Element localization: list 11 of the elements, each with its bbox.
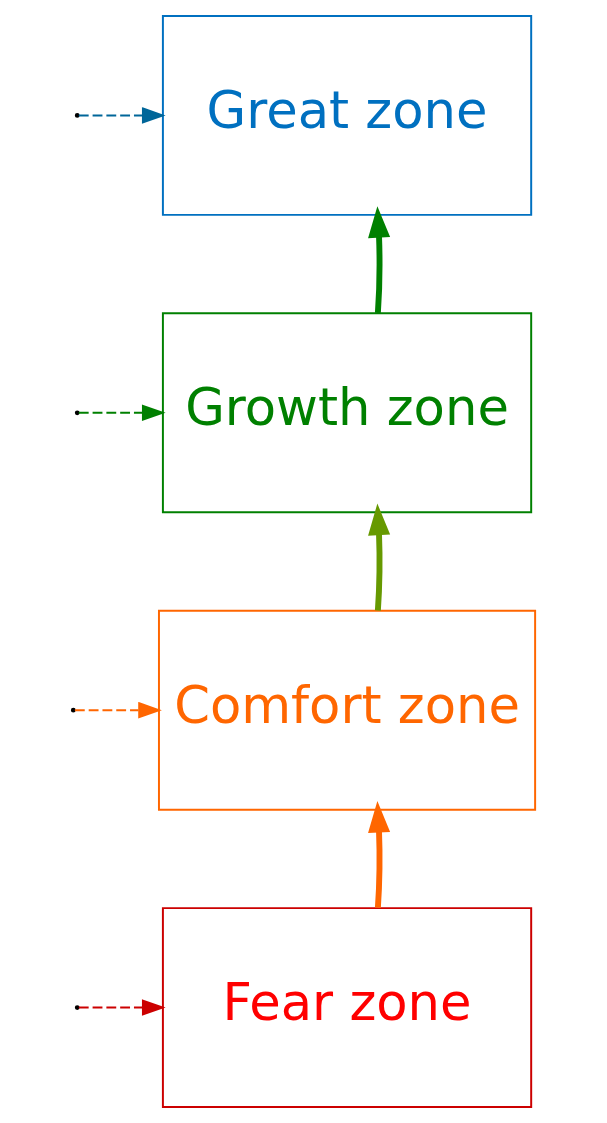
- arrow: [73, 701, 162, 719]
- arrow: [368, 800, 391, 908]
- node-box: Fear zone: [161, 907, 533, 1108]
- arrow: [77, 107, 166, 124]
- arrow: [368, 503, 391, 611]
- arrow: [368, 206, 391, 314]
- node-box: Comfort zone: [157, 609, 537, 811]
- node-box: Growth zone: [161, 312, 533, 514]
- arrow: [77, 999, 166, 1016]
- arrow: [77, 404, 166, 422]
- node-box: Great zone: [161, 15, 533, 216]
